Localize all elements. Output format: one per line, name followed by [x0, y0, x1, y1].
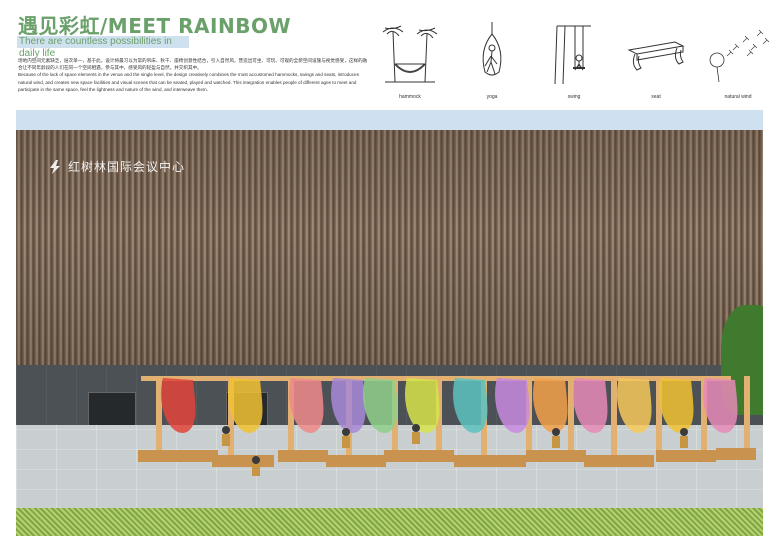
rainbow-installation [138, 376, 756, 476]
frame-post [156, 376, 162, 456]
concept-icons: hammock yoga [375, 20, 770, 105]
page-title: 遇见彩虹/MEET RAINBOW [18, 14, 292, 38]
description-block: 场地内空间元素缺乏，层次单一，基于此，设计将最习以为常的吊床、秋千、座椅创意性结… [18, 57, 368, 93]
person-head [552, 428, 560, 436]
wooden-platform [326, 455, 386, 467]
icon-item-natural-wind: natural wind [703, 20, 773, 105]
wooden-platform [454, 455, 526, 467]
wooden-platform [716, 448, 756, 460]
wooden-platform [526, 450, 586, 462]
icon-item-swing: swing [539, 20, 609, 105]
frame-post [656, 376, 662, 456]
plaza-ground [16, 425, 763, 510]
icon-label-natural-wind: natural wind [724, 94, 752, 100]
ribbon [331, 377, 366, 433]
description-zh: 场地内空间元素缺乏，层次单一，基于此，设计将最习以为常的吊床、秋千、座椅创意性结… [18, 58, 368, 71]
frame-post [568, 376, 574, 456]
person-body [342, 436, 350, 448]
ribbon [289, 377, 324, 433]
yoga-icon [482, 22, 502, 76]
ribbon [659, 377, 694, 433]
icon-label-yoga: yoga [486, 94, 498, 100]
building-door-left [88, 392, 136, 428]
icon-label-hammock: hammock [399, 94, 421, 100]
frame-post [288, 376, 294, 456]
scene-rendering: 红树林国际会议中心 [16, 110, 763, 536]
wooden-platform [278, 450, 328, 462]
frame-post [744, 376, 750, 456]
natural-wind-icon [709, 29, 770, 83]
icon-label-seat: seat [651, 94, 661, 100]
icon-item-hammock: hammock [375, 20, 445, 105]
person-head [342, 428, 350, 436]
grass-strip [16, 508, 763, 536]
person-body [680, 436, 688, 448]
person-head [680, 428, 688, 436]
building-facade [16, 130, 763, 380]
wooden-platform [138, 450, 218, 462]
sky [16, 110, 763, 132]
building-logo-icon [50, 160, 60, 174]
ribbon [405, 377, 440, 433]
icon-item-yoga: yoga [457, 20, 527, 105]
frame-post [701, 376, 707, 456]
wooden-platform [584, 455, 654, 467]
ribbon [228, 377, 263, 433]
description-en: Because of the lack of space elements in… [18, 72, 359, 92]
ribbon [161, 377, 196, 433]
wooden-platform [212, 455, 274, 467]
ribbon [363, 377, 398, 433]
ribbon [617, 377, 652, 433]
building-signage: 红树林国际会议中心 [68, 160, 186, 174]
person-body [552, 436, 560, 448]
frame-post [228, 376, 234, 456]
seat-icon [627, 41, 685, 71]
swing-icon [554, 25, 591, 85]
person-head [222, 426, 230, 434]
frame-post [611, 376, 617, 456]
person-body [412, 432, 420, 444]
person-body [252, 464, 260, 476]
page-subtitle: There are countless possibilities in dai… [17, 36, 189, 59]
wooden-platform [656, 450, 716, 462]
ribbon [453, 377, 488, 433]
person-body [222, 434, 230, 446]
icon-label-swing: swing [567, 94, 581, 100]
person-head [252, 456, 260, 464]
hammock-icon [382, 25, 438, 83]
facade-shade [16, 130, 763, 380]
ribbon [495, 377, 530, 433]
wooden-platform [384, 450, 454, 462]
icon-item-seat: seat [621, 20, 691, 105]
ribbon [573, 377, 608, 433]
ribbon [703, 377, 738, 433]
person-head [412, 424, 420, 432]
ribbon [533, 377, 568, 433]
